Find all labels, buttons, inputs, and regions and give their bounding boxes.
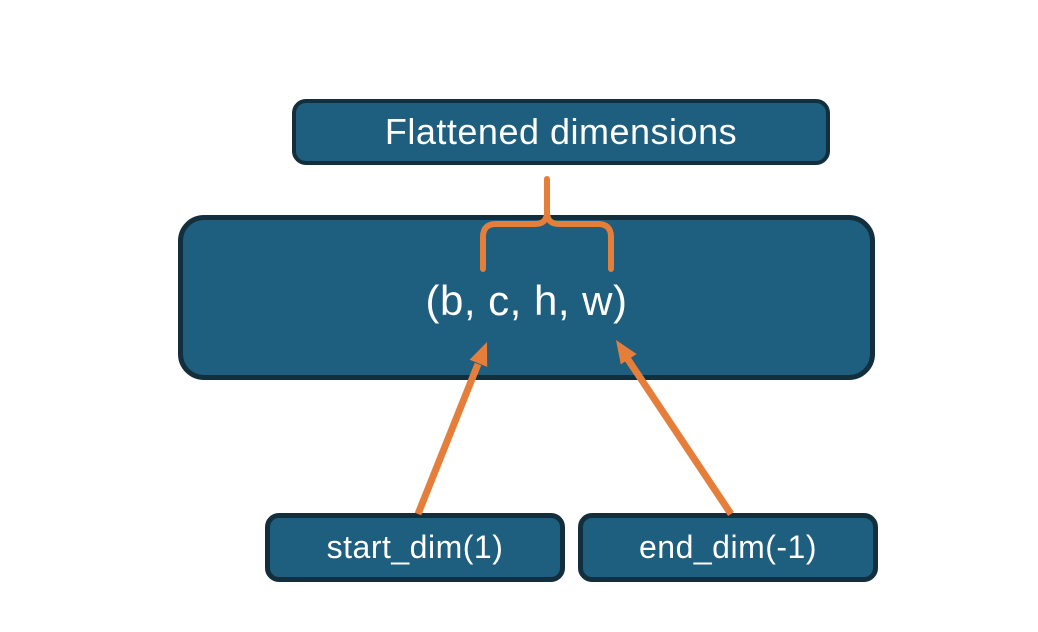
start-dim-box: start_dim(1) — [265, 513, 565, 582]
end-dim-label: end_dim(-1) — [638, 529, 817, 565]
flattened-dimensions-box: Flattened dimensions — [292, 99, 830, 165]
end-dim-box: end_dim(-1) — [578, 513, 878, 582]
tensor-shape-label: (b, c, h, w) — [425, 276, 628, 324]
start-dim-label: start_dim(1) — [326, 529, 504, 565]
tensor-shape-box: (b, c, h, w) — [178, 215, 875, 380]
flattened-dimensions-label: Flattened dimensions — [384, 111, 738, 152]
